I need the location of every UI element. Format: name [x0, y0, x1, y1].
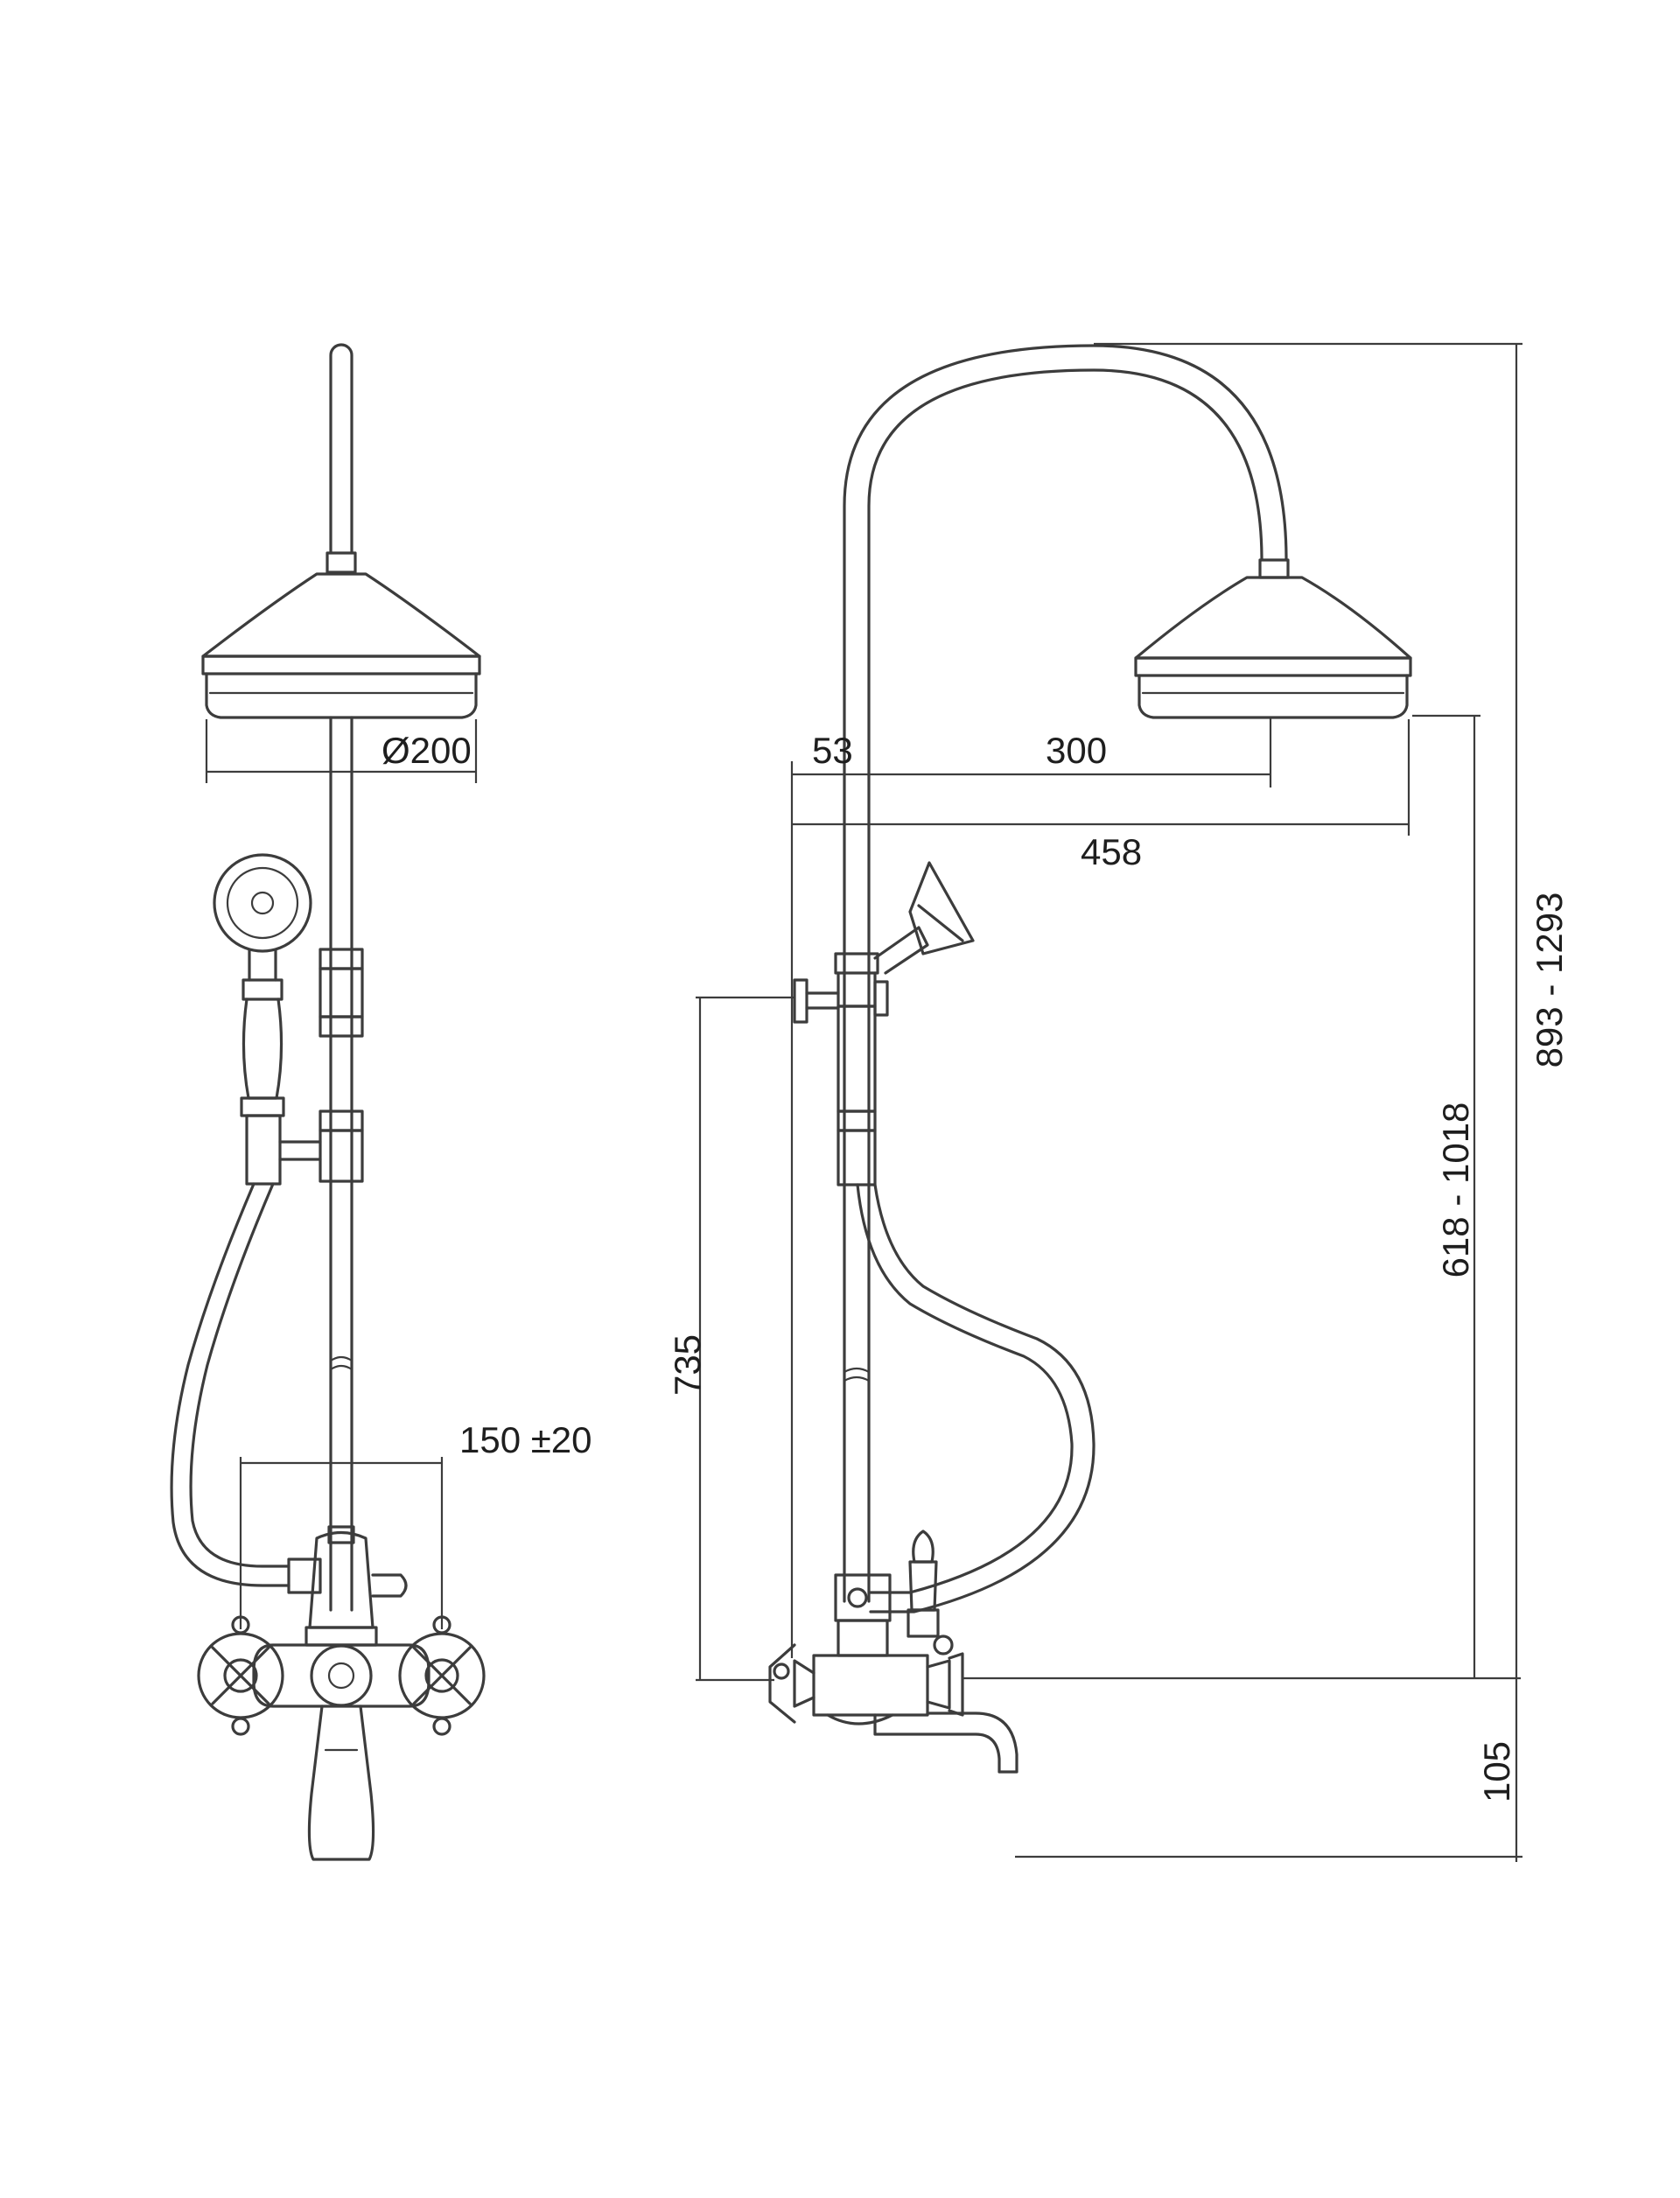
front-hand-shower [213, 853, 322, 1186]
side-telescope-break [843, 1367, 871, 1382]
side-head-height-label: 618 - 1018 [1435, 1102, 1476, 1278]
side-projection-dimension: 458 [792, 719, 1410, 872]
front-spacing-dimension: 150 ±20 [239, 1419, 592, 1629]
front-riser-top [329, 343, 354, 553]
side-bath-spout [873, 1712, 1018, 1774]
side-hose-inner [869, 1183, 1096, 1614]
side-spout-dimension: 105 [1015, 1741, 1522, 1858]
side-slide-fitting [793, 952, 889, 1024]
side-hand-shower [873, 861, 975, 975]
side-total-height-label: 893 - 1293 [1529, 892, 1570, 1068]
front-head-connector [326, 551, 357, 574]
side-inlet-height-label: 735 [667, 1334, 708, 1396]
front-mixer [252, 1626, 430, 1708]
front-spout [307, 1704, 375, 1861]
side-total-height-dimension: 893 - 1293 [1094, 342, 1570, 1862]
front-hose-outer [170, 1182, 290, 1587]
front-sleeve-top [318, 948, 364, 970]
front-holder-body [318, 1129, 364, 1183]
side-handle-left [768, 1643, 816, 1724]
side-spout-drop-label: 105 [1476, 1741, 1517, 1802]
side-riser-arch-inner [867, 368, 1264, 1603]
side-hose-outer [856, 1183, 1074, 1594]
front-sleeve-bottom [318, 1015, 364, 1038]
front-sleeve [318, 967, 364, 1018]
front-hose-inner [189, 1182, 290, 1568]
front-diameter-label: Ø200 [382, 730, 472, 771]
front-diverter [287, 1525, 408, 1629]
side-head-connector [1258, 558, 1290, 579]
side-inlet-dimension: 735 [667, 962, 794, 1682]
front-cross-handle-left [197, 1615, 284, 1736]
front-spacing-label: 150 ±20 [459, 1419, 592, 1460]
front-telescope-break [329, 1355, 354, 1371]
side-projection-label: 458 [1081, 831, 1142, 872]
side-arm-dimension: 53 300 [790, 718, 1272, 962]
front-shower-head [201, 572, 481, 719]
side-offset-label: 53 [812, 730, 853, 771]
side-handle-right [926, 1634, 964, 1717]
side-arm-label: 300 [1046, 730, 1107, 771]
front-view: Ø200 150 ±20 [170, 343, 592, 1861]
side-head-height-dimension: 618 - 1018 [962, 714, 1521, 1680]
side-view: 53 300 458 735 618 - 1018 893 - 1 [667, 342, 1570, 1862]
front-diameter-dimension: Ø200 [205, 719, 478, 783]
side-mixer [812, 1619, 929, 1726]
front-cross-handle-right [398, 1615, 486, 1736]
front-holder-ring [318, 1110, 364, 1132]
side-shower-head [1134, 576, 1412, 719]
side-riser-arch-outer [843, 344, 1288, 1603]
